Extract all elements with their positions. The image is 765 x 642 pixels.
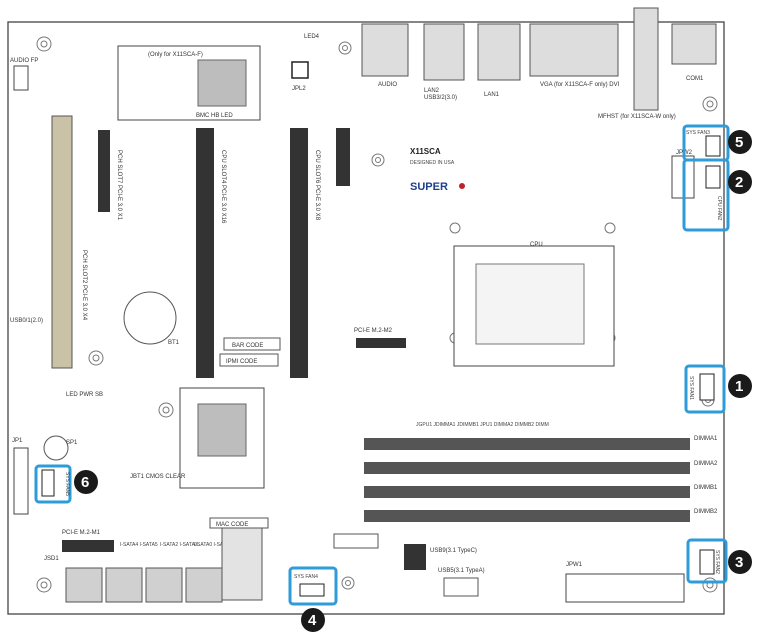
mem-led-label: JGPU1 JDIMMA1 JDIMMB1 JPU1 DIMMA2 DIMMB2… [416,422,549,428]
svg-text:3: 3 [735,554,743,571]
pcie-m2-slot [356,338,406,348]
audio-fp-label: AUDIO FP [10,58,38,64]
pch-chip [197,403,247,457]
pci-slot-label-7: PCH SLOT7 PCI-E 3.0 X1 [116,150,122,221]
mfhst-label: MFHST (for X11SCA-W only) [598,114,676,120]
jpw1-label: JPW1 [566,562,583,568]
usb20-label: USB0/1(2.0) [10,318,43,324]
fan-label: SYS FAN1 [688,376,694,400]
pcie-m2-label: PCI-E M.2-M2 [354,328,393,334]
fan-label: SYS FAN3 [686,130,710,136]
dimm-slots [364,438,690,522]
pcie-m2-m1-slot [62,540,114,552]
pci-slot-label-2: PCH SLOT2 PCI-E 3.0 X4 [81,250,87,321]
svg-text:5: 5 [735,134,743,151]
fan-badge-6: 6 [74,470,98,494]
power-connector [565,573,685,603]
led4-label: LED4 [304,34,320,40]
fan-badge-5: 5 [728,130,752,154]
cpu-slot-label-6: CPU SLOT6 PCI-E 3.0 X8 [314,150,320,221]
board-outline [7,21,725,615]
audio-label: AUDIO [378,82,397,88]
bmc-hb-led-label: BMC HB LED [196,113,233,119]
mac-code-label: MAC CODE [216,522,248,528]
cpu-slot-label-4: CPU SLOT4 PCI-E 3.0 X16 [220,150,226,224]
dimmb1-label: DIMMB1 [694,485,718,491]
fan-badge-2: 2 [728,170,752,194]
model-name: X11SCA [410,147,441,156]
buzzer [43,435,69,461]
bios-battery [123,291,177,345]
pcie-slots [51,115,350,378]
fan-3-highlight [686,538,728,584]
usb-c-connector [404,544,426,570]
fan-highlights [34,124,730,606]
fan-connectors [41,135,721,597]
fan-badge-3: 3 [728,550,752,574]
fan-label: SYS FAN2 [714,550,720,574]
fan-2-highlight [682,158,730,232]
dimma2-label: DIMMA2 [694,461,718,467]
sata-stack [221,527,263,601]
designed-in: DESIGNED IN USA [410,160,455,166]
jpl2-label: JPL2 [292,86,306,92]
only-for-label: (Only for X11SCA-F) [148,52,203,58]
fan-label: SYS FAN5 [64,472,70,496]
rear-io [361,7,717,111]
fan-label: SYS FAN4 [294,574,318,580]
audio-fp-header [13,65,29,91]
com1-label: COM1 [686,76,704,82]
jp1-label: JP1 [12,438,23,444]
supermicro-logo: SUPER [410,181,448,193]
sp1-label: SP1 [66,440,78,446]
mac-code-box [209,517,269,529]
ipmi-code-label: IPMI CODE [226,359,257,365]
sata-ports [65,567,223,603]
isata-label-1: I-SATA4 I-SATA5 [120,542,158,548]
jf1-header [13,447,29,515]
fan-label: CPU FAN2 [716,196,722,221]
fan-6-highlight [34,464,72,504]
fan-4-highlight [288,566,338,606]
usb-a-label: USB5(3.1 TypeA) [438,568,485,574]
usb-c-label: USB9(3.1 TypeC) [430,548,477,554]
jbt1-label: JBT1 CMOS CLEAR [130,474,186,480]
fan-1-highlight [684,364,726,414]
fan-badge-1: 1 [728,374,752,398]
dimma1-label: DIMMA1 [694,436,718,442]
isata-label-2: I-SATA2 I-SATA3 [160,542,198,548]
battery-label: BT1 [168,340,180,346]
bar-code-label: BAR CODE [232,343,263,349]
ipmi-code-box [219,353,279,367]
bmc-chip [197,59,247,107]
bar-code-box [223,337,281,351]
svg-text:4: 4 [308,612,317,629]
cpu-socket-inner [475,263,585,345]
jsd1-label: JSD1 [44,556,59,562]
led-pwr-sb-label: LED PWR SB [66,392,103,398]
power-led-box [291,61,309,79]
usb-a-header [443,577,479,597]
vga-dvi-label: VGA (for X11SCA-F only) DVI [540,82,620,88]
isata-label-3: I-SATA0 I-SATA1 [194,542,232,548]
lan2-label: LAN2 [424,88,440,94]
lan1-label: LAN1 [484,92,500,98]
svg-text:1: 1 [735,378,743,395]
usb-header [333,533,379,549]
svg-text:6: 6 [81,474,89,491]
logo-dot [459,183,465,189]
cpu-label: CPU [530,242,543,248]
fan-badge-4: 4 [301,608,325,632]
pcie-m2-m1-label: PCI-E M.2-M1 [62,530,101,536]
usb30-label: USB3/2(3.0) [424,95,457,101]
svg-text:2: 2 [735,174,743,191]
dimmb2-label: DIMMB2 [694,509,718,515]
